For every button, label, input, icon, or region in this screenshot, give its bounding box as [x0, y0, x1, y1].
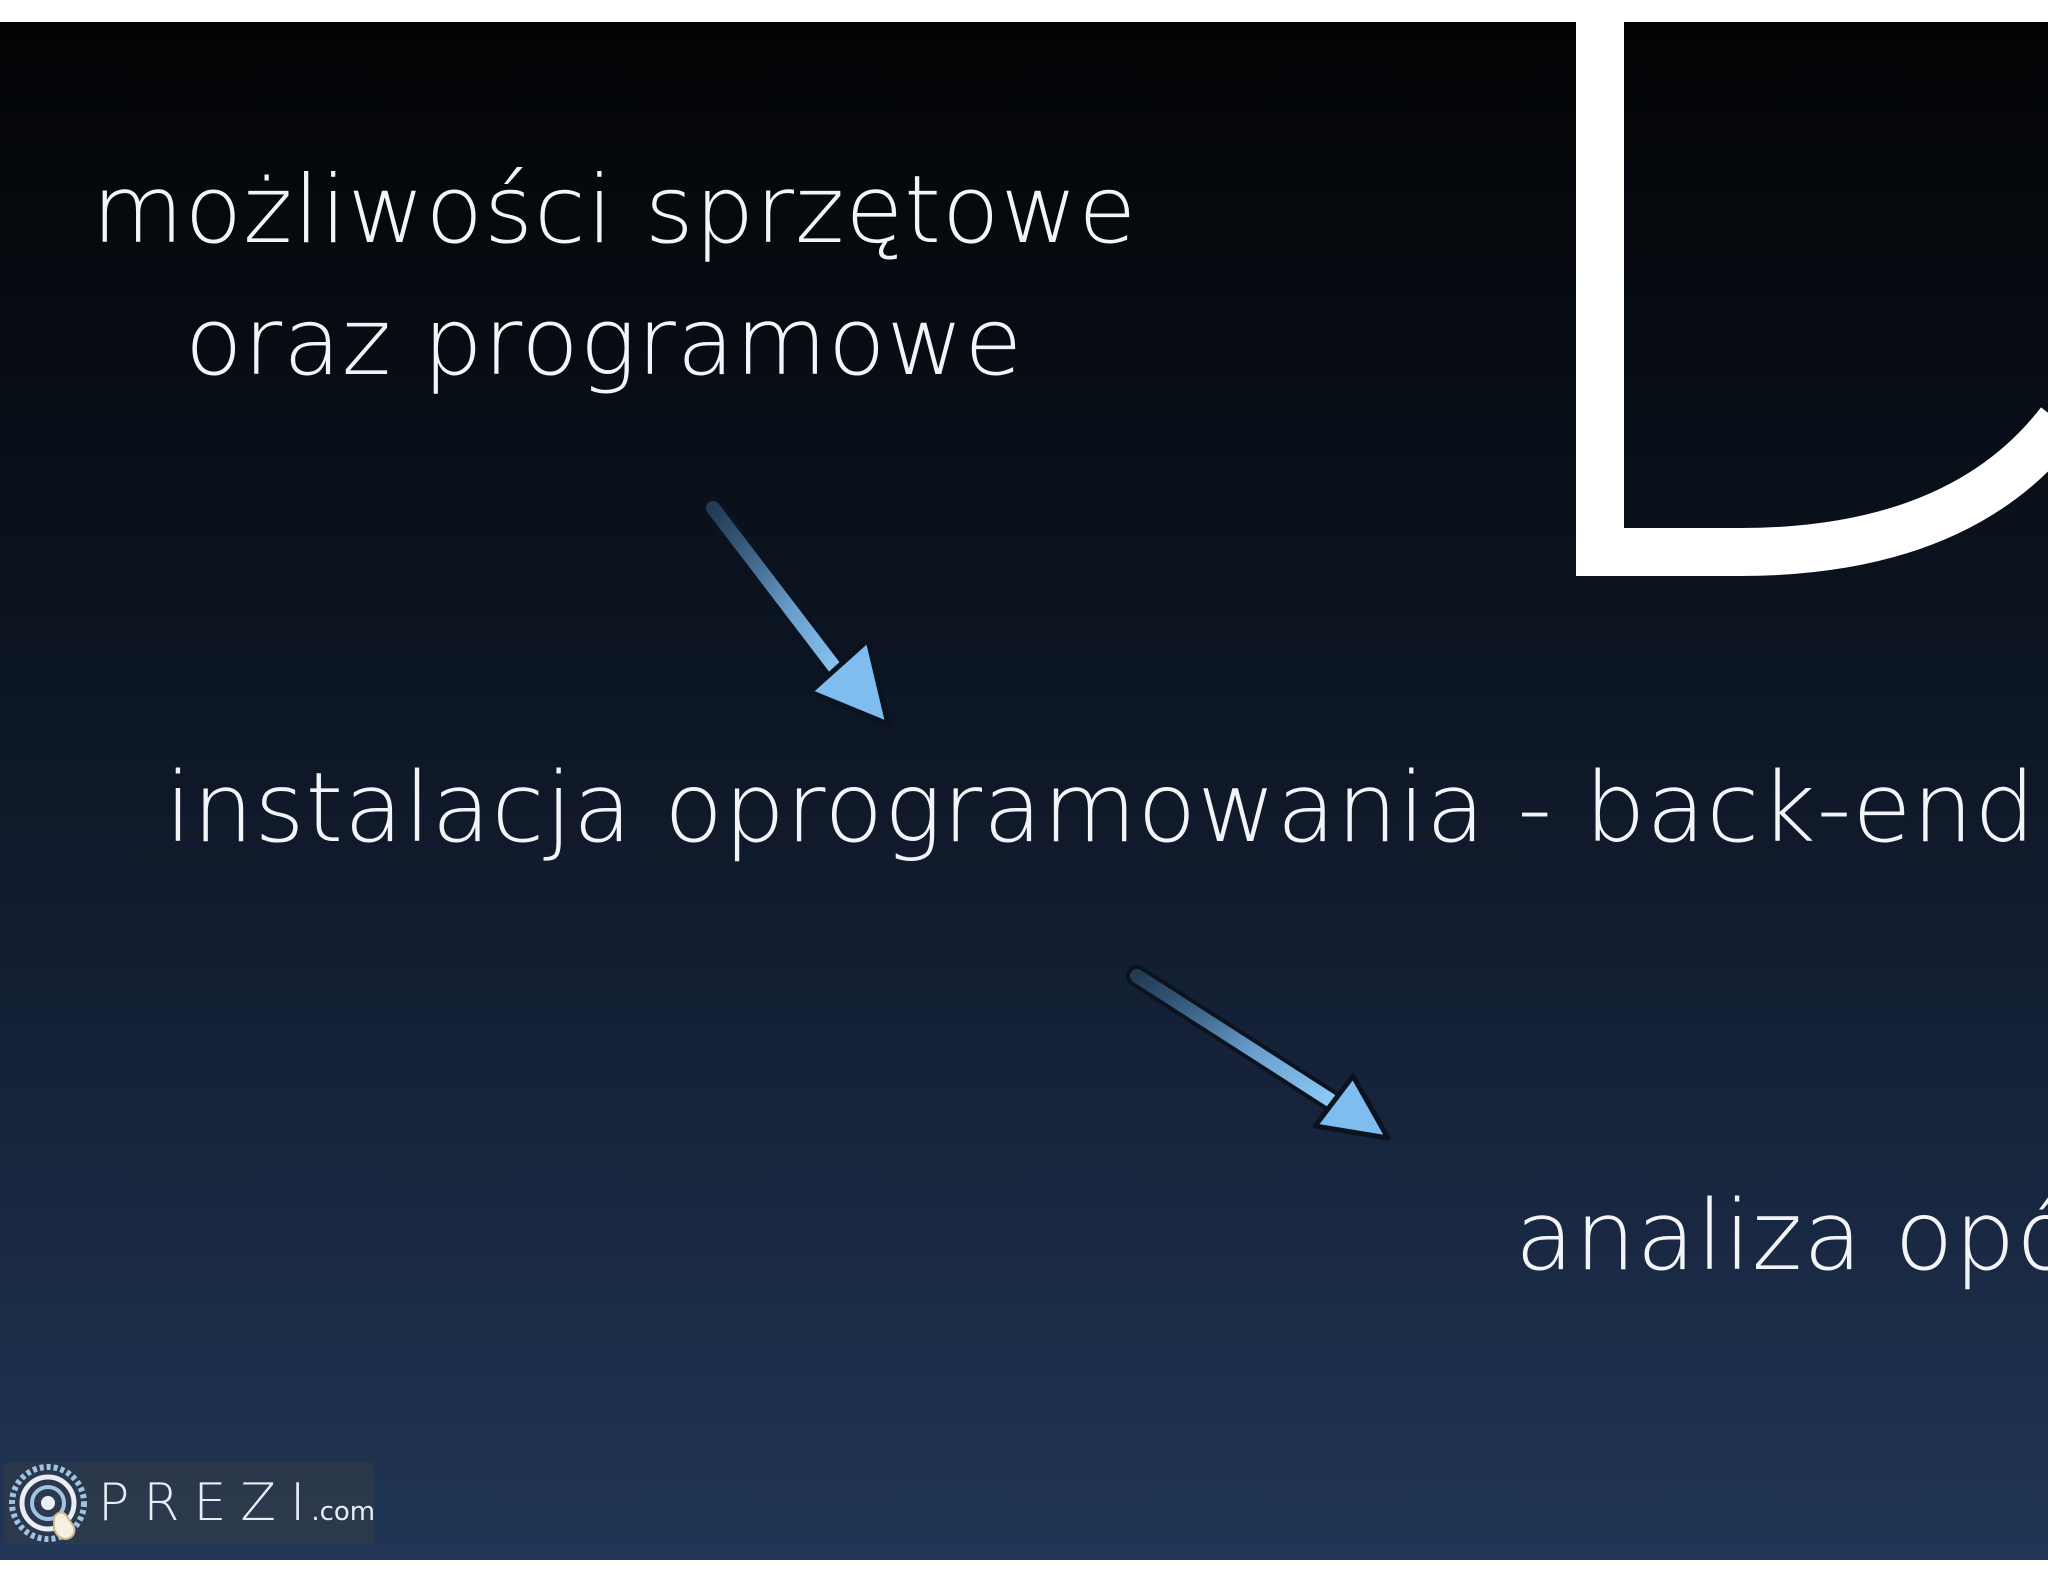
slide-text-line-1: możliwości sprzętowe — [92, 156, 1138, 265]
slide-text-line-4: analiza opóź — [1515, 1180, 2048, 1292]
arrow-down-right-icon — [702, 497, 891, 727]
slide-text-line-2: oraz programowe — [185, 288, 1024, 397]
prezi-logo-icon — [8, 1463, 88, 1543]
slide-decorations — [702, 22, 2048, 1141]
slide-text-line-3: instalacja oprogramowania - back-end — [165, 752, 2037, 864]
prezi-wordmark: PREZI — [98, 1473, 320, 1533]
prezi-domain-suffix: .com — [311, 1497, 376, 1527]
prezi-slide-canvas: możliwości sprzętowe oraz programowe ins… — [0, 22, 2048, 1560]
prezi-logo[interactable]: PREZI .com — [4, 1462, 376, 1544]
frame-shape — [1576, 22, 2048, 576]
arrow-down-right-icon — [1126, 965, 1391, 1141]
